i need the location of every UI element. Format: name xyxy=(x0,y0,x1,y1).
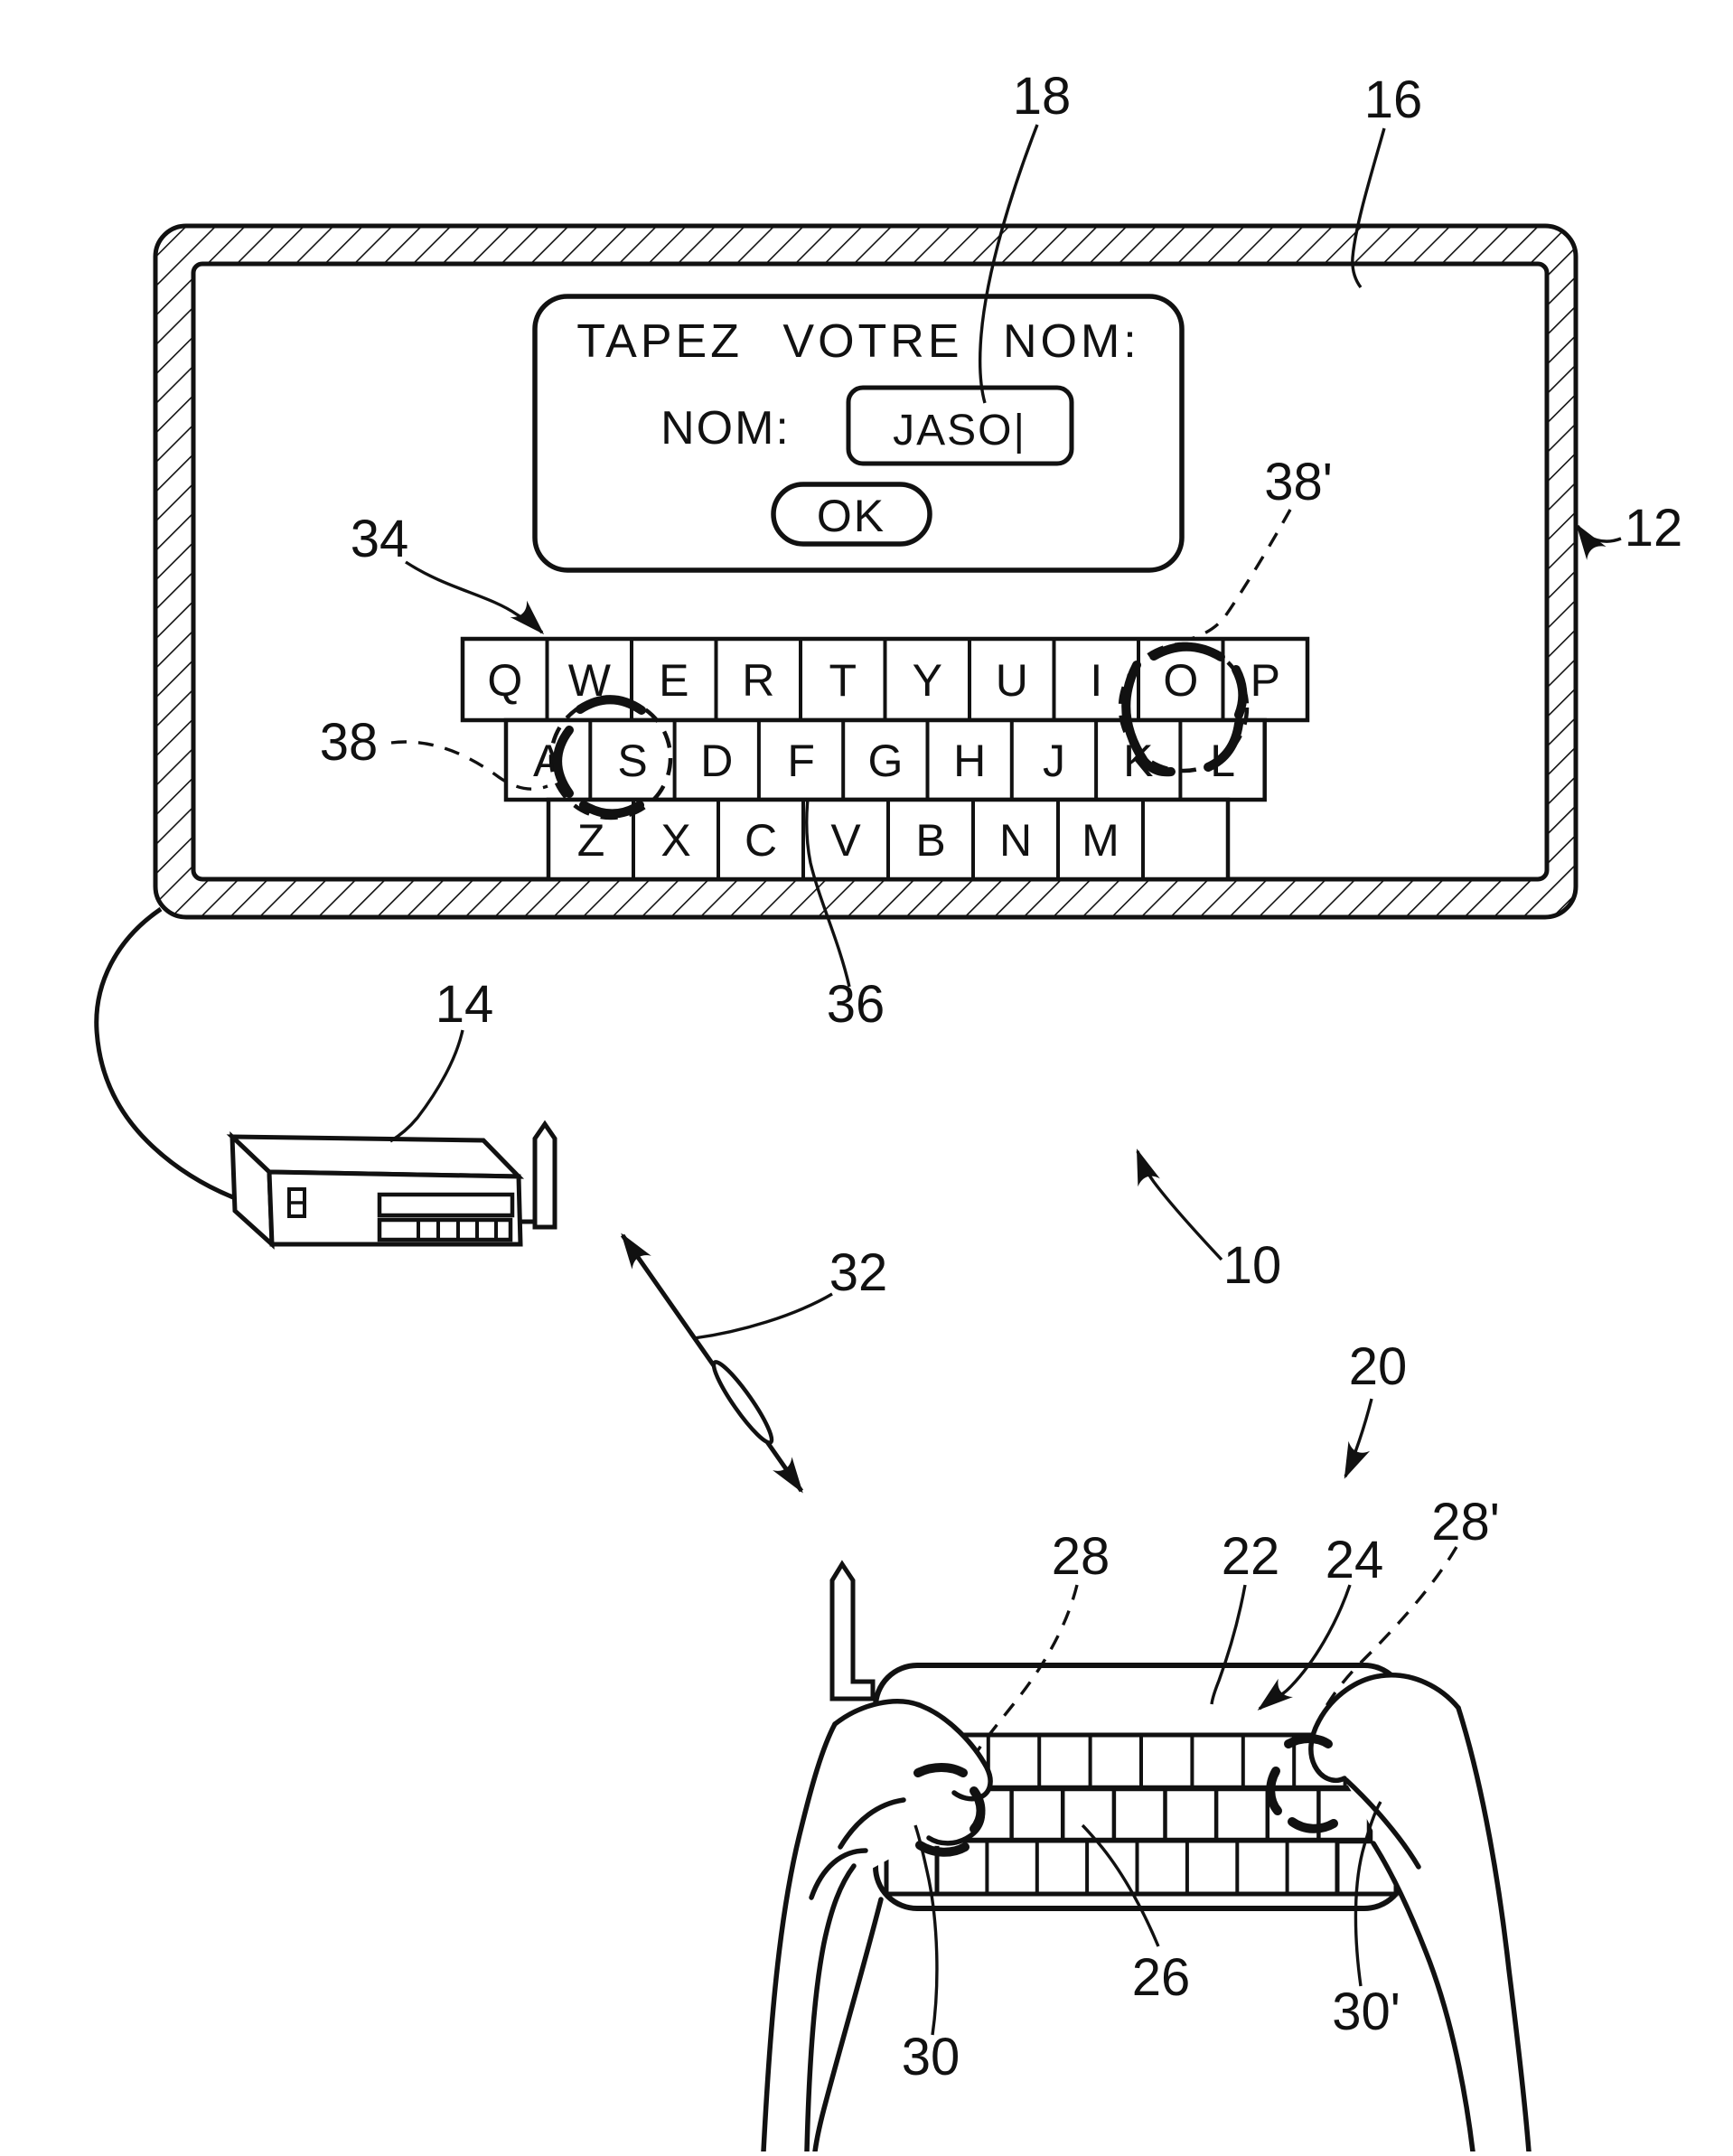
box-button-row xyxy=(379,1220,511,1240)
screen-key: M xyxy=(1082,815,1119,866)
tv-cable xyxy=(97,909,233,1197)
screen-key: S xyxy=(617,736,647,786)
ref-label-36: 36 xyxy=(827,975,885,1034)
name-entry-dialog: TAPEZ VOTRE NOM: NOM: JASO| OK xyxy=(535,296,1182,570)
screen-key: B xyxy=(915,815,945,866)
ref-label-20: 20 xyxy=(1349,1337,1408,1396)
ref-label-30p: 30' xyxy=(1332,1983,1400,2041)
box-display-slot xyxy=(379,1195,512,1215)
wireless-signal xyxy=(623,1235,832,1491)
ref-label-14: 14 xyxy=(436,975,494,1034)
ref-label-38p: 38' xyxy=(1264,453,1333,511)
remote-antenna xyxy=(832,1564,873,1699)
dialog-title: TAPEZ VOTRE NOM: xyxy=(576,315,1140,368)
leader-20 xyxy=(1345,1399,1372,1476)
set-top-box xyxy=(232,1124,555,1244)
screen-key: I xyxy=(1090,655,1102,706)
screen-key: Y xyxy=(913,655,942,706)
screen-key: U xyxy=(996,655,1028,706)
screen-key: V xyxy=(830,815,861,866)
screen-key: J xyxy=(1043,736,1065,786)
ref-label-28p: 28' xyxy=(1431,1493,1500,1551)
name-field-label: NOM: xyxy=(660,402,791,455)
ref-label-30: 30 xyxy=(902,2028,960,2086)
right-hand-fill xyxy=(1311,1675,1529,2151)
leader-12 xyxy=(1578,526,1621,541)
leader-14 xyxy=(390,1030,463,1141)
ref-label-24: 24 xyxy=(1326,1531,1384,1589)
screen-key: F xyxy=(787,736,815,786)
ref-label-38: 38 xyxy=(320,713,379,772)
screen-key: Q xyxy=(487,655,522,706)
ref-label-28: 28 xyxy=(1052,1527,1110,1586)
screen-key: Z xyxy=(577,815,605,866)
ref-label-18: 18 xyxy=(1013,67,1072,126)
screen-key: X xyxy=(660,815,690,866)
ref-label-26: 26 xyxy=(1132,1948,1191,2007)
screen-key: G xyxy=(867,736,903,786)
screen-key: N xyxy=(999,815,1032,866)
screen-key: R xyxy=(742,655,774,706)
ref-label-12: 12 xyxy=(1625,499,1683,558)
ref-label-34: 34 xyxy=(351,510,409,568)
leader-32 xyxy=(694,1294,832,1338)
screen-key: T xyxy=(829,655,857,706)
ref-label-32: 32 xyxy=(829,1243,888,1302)
name-input-value: JASO| xyxy=(893,407,1026,455)
ref-label-16: 16 xyxy=(1364,70,1423,129)
screen-key: E xyxy=(659,655,689,706)
leader-10 xyxy=(1138,1151,1222,1260)
wireless-signal-arrow xyxy=(623,1235,801,1491)
screen-key: C xyxy=(745,815,777,866)
lightning-bolt-icon xyxy=(707,1357,778,1448)
ref-label-22: 22 xyxy=(1222,1527,1280,1586)
box-antenna xyxy=(535,1124,555,1227)
right-hand xyxy=(1270,1675,1529,2151)
ref-label-10: 10 xyxy=(1223,1236,1282,1295)
screen-key: P xyxy=(1251,655,1280,706)
screen-key: H xyxy=(953,736,986,786)
screen-key: D xyxy=(700,736,733,786)
ok-button-label: OK xyxy=(817,491,885,541)
screen-key: O xyxy=(1163,655,1198,706)
